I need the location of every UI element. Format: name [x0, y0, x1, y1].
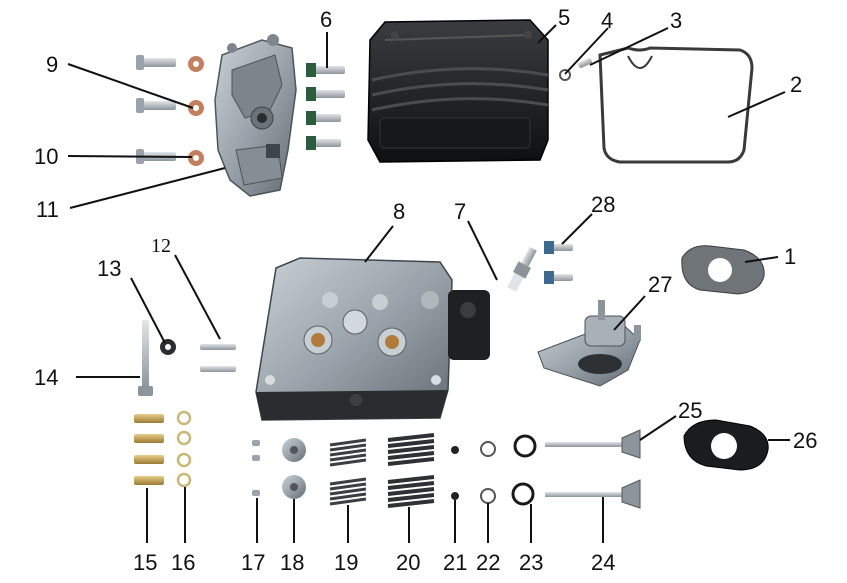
callout-5: 5 — [558, 5, 570, 30]
rocker-bolt-part — [136, 55, 176, 164]
small-o-ring-part — [559, 69, 571, 81]
spark-plug-part — [507, 246, 537, 292]
callout-15: 15 — [133, 550, 157, 575]
callout-6: 6 — [320, 7, 332, 32]
callout-19: 19 — [334, 550, 358, 575]
exhaust-valve-part — [545, 479, 641, 509]
outer-valve-spring-part — [387, 433, 435, 508]
callout-17: 17 — [241, 550, 265, 575]
spring-retainer-part — [282, 438, 306, 499]
callout-8: 8 — [393, 199, 405, 224]
sealing-washer-part — [160, 339, 176, 355]
head-bolt-part — [134, 414, 164, 485]
valve-cotter-part — [252, 440, 260, 496]
callout-26: 26 — [793, 428, 817, 453]
callout-22: 22 — [476, 550, 500, 575]
callout-20: 20 — [396, 550, 420, 575]
cylinder-head-cover-part — [367, 19, 549, 163]
intake-valve-part — [545, 429, 641, 459]
cover-bolt-part — [306, 63, 345, 150]
callout-14: 14 — [34, 365, 58, 390]
cylinder-head-part — [255, 257, 490, 421]
callout-4: 4 — [601, 8, 613, 33]
rocker-arm-holder-part — [214, 34, 297, 197]
callout-24: 24 — [591, 550, 615, 575]
callout-1: 1 — [784, 244, 796, 269]
callout-16: 16 — [171, 550, 195, 575]
intake-manifold-part — [537, 300, 641, 387]
callout-21: 21 — [443, 550, 467, 575]
callout-3: 3 — [670, 8, 682, 33]
insulator-gasket-part — [681, 245, 765, 295]
callout-27: 27 — [648, 272, 672, 297]
small-screw-part — [578, 57, 592, 69]
valve-stem-seal-part — [451, 446, 459, 500]
callout-11: 11 — [36, 197, 59, 222]
leader-lines — [67, 24, 790, 543]
black-insulator-part — [683, 419, 769, 471]
manifold-bolt-part — [544, 241, 573, 284]
cover-gasket-part — [598, 46, 754, 164]
callout-23: 23 — [519, 550, 543, 575]
dowel-pin-part — [200, 344, 236, 372]
long-stud-bolt-part — [138, 320, 153, 396]
callout-10: 10 — [34, 144, 58, 169]
callout-labels: 1 2 3 4 5 6 7 8 9 10 11 12 13 14 15 16 1… — [34, 5, 817, 575]
callout-2: 2 — [790, 72, 802, 97]
callout-9: 9 — [46, 52, 58, 77]
inner-valve-spring-part — [329, 438, 367, 506]
callout-25: 25 — [678, 398, 702, 423]
callout-28: 28 — [591, 192, 615, 217]
valve-o-ring-part — [511, 434, 537, 506]
callout-13: 13 — [97, 256, 121, 281]
spring-seat-part — [480, 441, 496, 504]
callout-12: 12 — [151, 235, 171, 257]
callout-7: 7 — [454, 199, 466, 224]
copper-washer-part — [188, 56, 204, 166]
callout-18: 18 — [280, 550, 304, 575]
head-bolt-washer-part — [176, 410, 192, 488]
